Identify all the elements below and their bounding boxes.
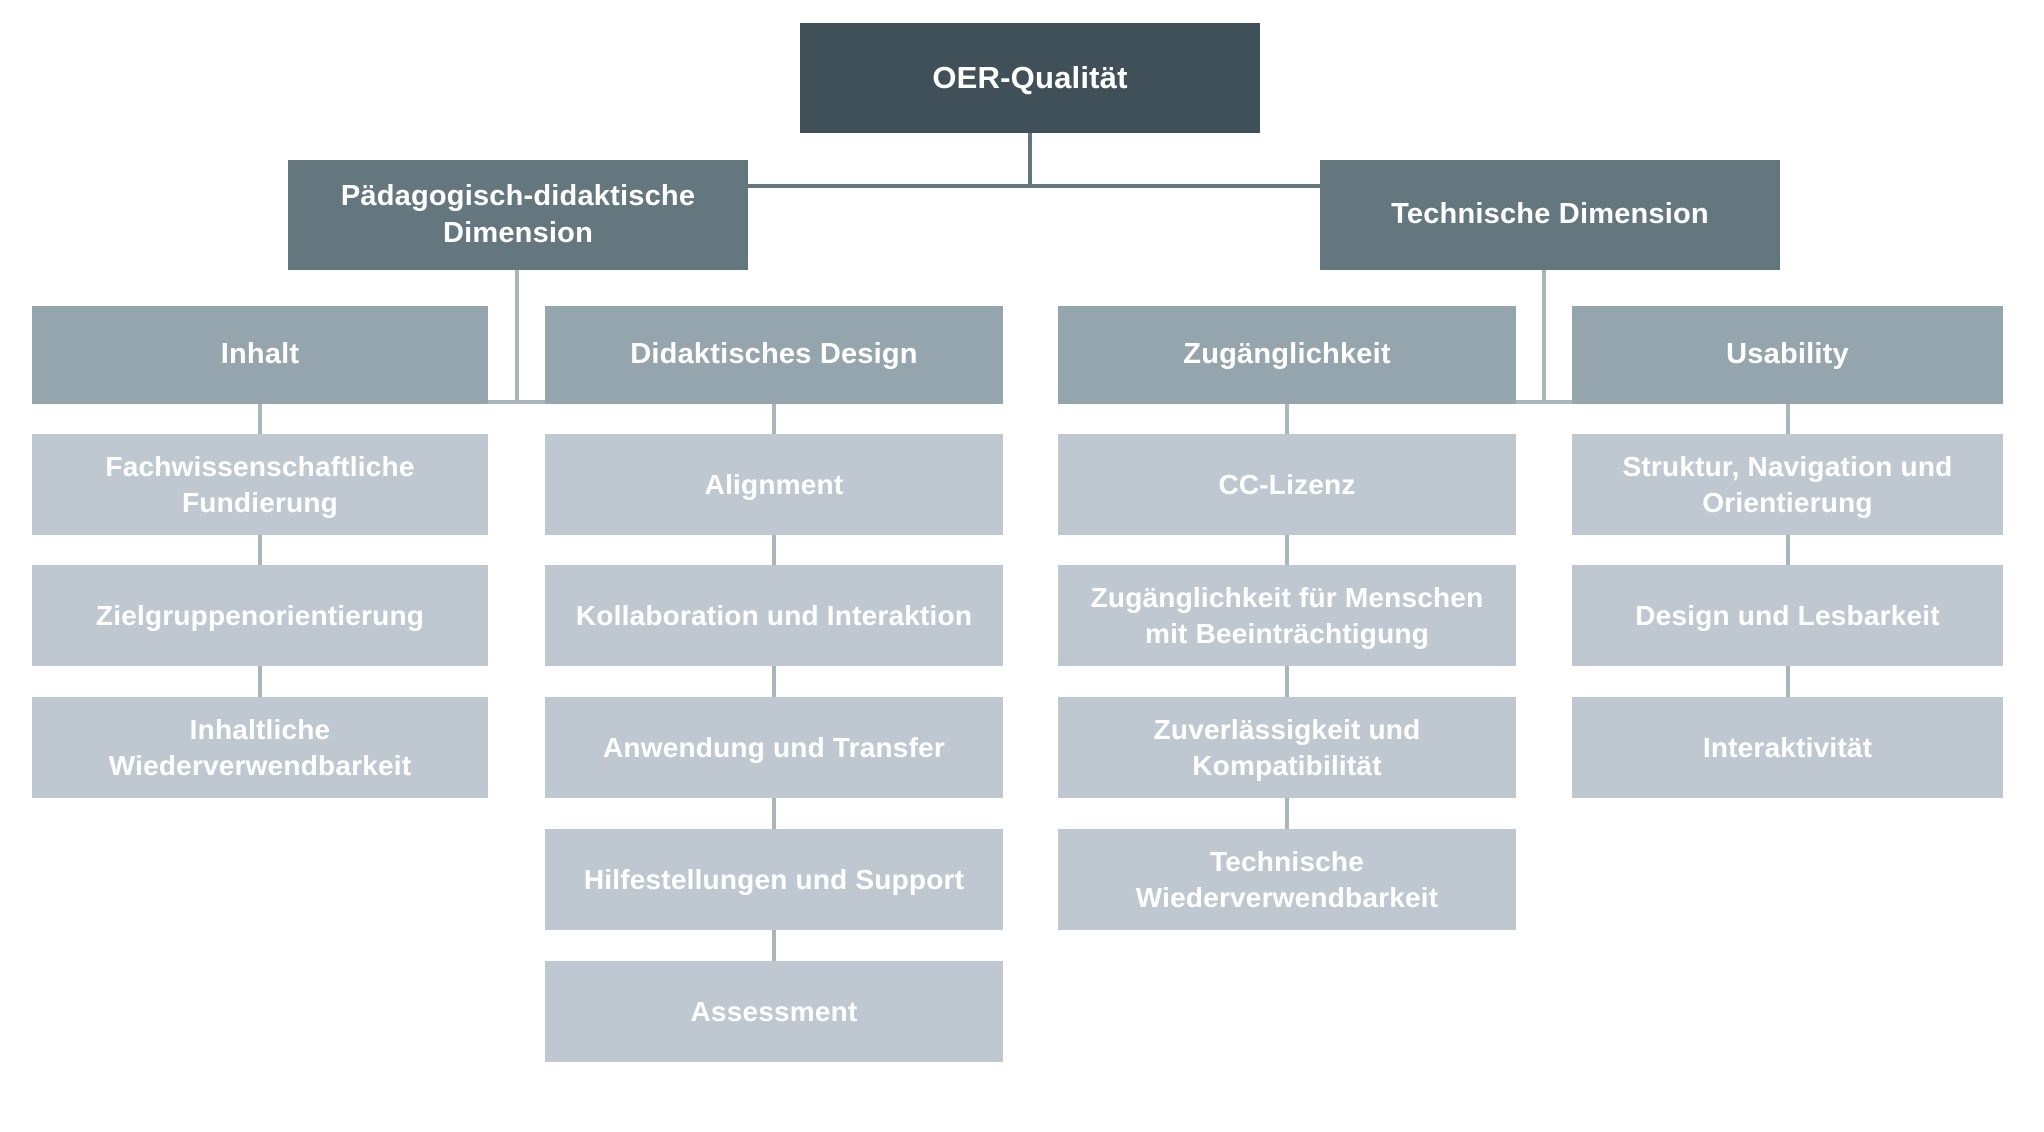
node-criterion[interactable]: Zugänglichkeit für Menschen mit Beeinträ… — [1058, 565, 1516, 666]
node-category-zugaenglichkeit[interactable]: Zugänglichkeit — [1058, 306, 1516, 404]
node-criterion[interactable]: Alignment — [545, 434, 1003, 535]
connector-pedagogical-stem — [515, 270, 519, 404]
connector-root-stem — [1028, 133, 1032, 186]
node-category-didaktisches-design[interactable]: Didaktisches Design — [545, 306, 1003, 404]
node-criterion[interactable]: Kollaboration und Interaktion — [545, 565, 1003, 666]
connector-technical-stem — [1542, 270, 1546, 404]
node-criterion[interactable]: Struktur, Navigation und Orientierung — [1572, 434, 2003, 535]
node-criterion[interactable]: CC-Lizenz — [1058, 434, 1516, 535]
connector-pedagogical-categories-bar — [488, 400, 545, 404]
node-criterion[interactable]: Zielgruppenorientierung — [32, 565, 488, 666]
node-criterion[interactable]: Assessment — [545, 961, 1003, 1062]
node-criterion[interactable]: Inhaltliche Wiederverwendbarkeit — [32, 697, 488, 798]
node-criterion[interactable]: Technische Wiederverwendbarkeit — [1058, 829, 1516, 930]
connector-dimensions-bar — [748, 184, 1320, 188]
node-criterion[interactable]: Interaktivität — [1572, 697, 2003, 798]
node-category-inhalt[interactable]: Inhalt — [32, 306, 488, 404]
node-criterion[interactable]: Fachwissenschaftliche Fundierung — [32, 434, 488, 535]
node-root-oer-qualitaet[interactable]: OER-Qualität — [800, 23, 1260, 133]
node-category-usability[interactable]: Usability — [1572, 306, 2003, 404]
node-criterion[interactable]: Hilfestellungen und Support — [545, 829, 1003, 930]
node-criterion[interactable]: Zuverlässigkeit und Kompatibilität — [1058, 697, 1516, 798]
node-dimension-pedagogical[interactable]: Pädagogisch-didaktische Dimension — [288, 160, 748, 270]
node-criterion[interactable]: Design und Lesbarkeit — [1572, 565, 2003, 666]
node-criterion[interactable]: Anwendung und Transfer — [545, 697, 1003, 798]
connector-technical-categories-bar — [1516, 400, 1572, 404]
node-dimension-technical[interactable]: Technische Dimension — [1320, 160, 1780, 270]
